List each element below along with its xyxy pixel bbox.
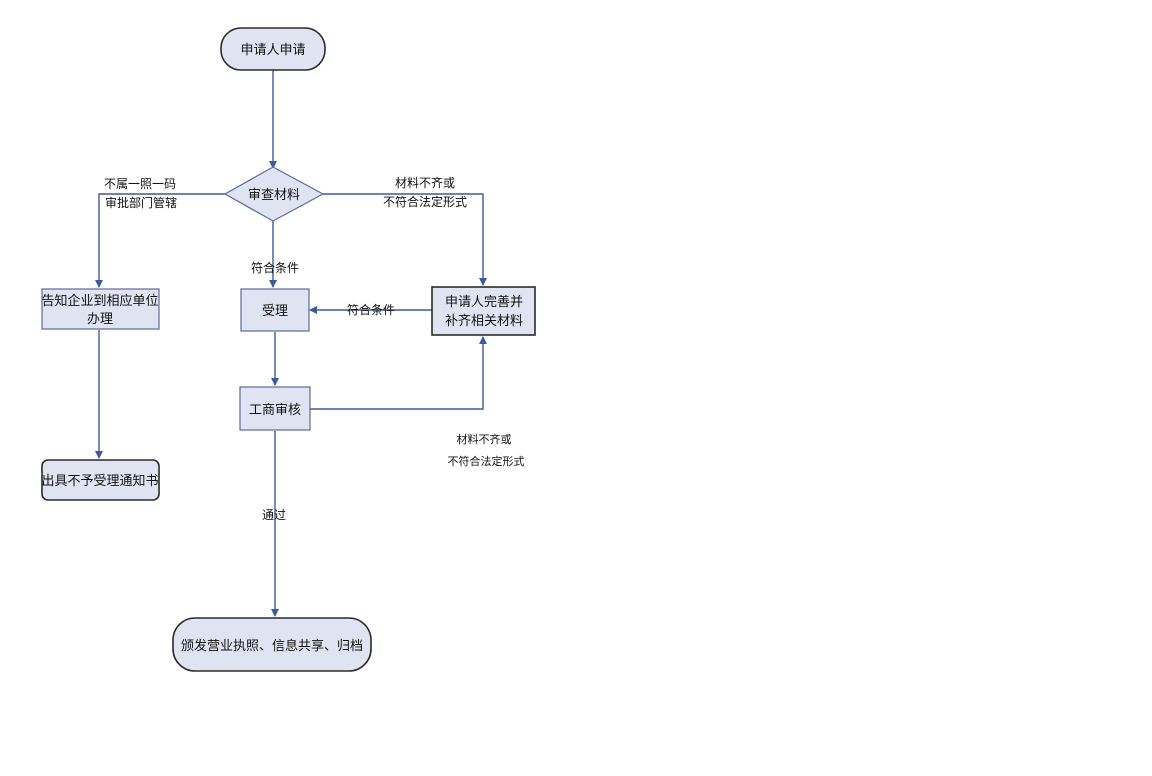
edge-label-not-belong-2: 审批部门管辖	[105, 195, 177, 210]
reject-terminal-shape	[41, 459, 160, 501]
node-issue-reject-label: 出具不予受理通知书	[41, 473, 158, 489]
supplement-box-shape	[431, 286, 536, 336]
edge-label-not-belong-1: 不属一照一码	[104, 177, 176, 191]
node-review: 审查材料	[223, 166, 325, 222]
node-apply-label: 申请人申请	[240, 43, 305, 58]
node-apply: 申请人申请	[220, 27, 326, 71]
edge-label-pass: 通过	[262, 508, 286, 522]
node-notify-label-1: 告知企业到相应单位	[41, 293, 158, 309]
start-terminal-shape	[220, 27, 326, 71]
node-aic-review-label: 工商审核	[249, 403, 301, 418]
edge-review-to-notify	[95, 193, 225, 288]
edge-label-incomplete2-1: 材料不齐或	[457, 432, 512, 446]
accept-box-shape	[240, 288, 310, 332]
node-accept: 受理	[240, 288, 310, 332]
edges	[95, 70, 487, 617]
edge-review-to-supplement	[323, 193, 487, 286]
node-notify-label-2: 办理	[87, 312, 113, 327]
edge-aic-to-supplement	[310, 336, 487, 410]
edge-label-meets-conditions-2: 符合条件	[347, 302, 395, 317]
node-issue-license: 颁发营业执照、信息共享、归档	[172, 617, 372, 672]
node-aic-review: 工商审核	[239, 386, 311, 431]
edge-label-incomplete2-2: 不符合法定形式	[448, 454, 525, 468]
node-supplement-label-2: 补齐相关材料	[445, 313, 523, 329]
decision-diamond-shape	[223, 166, 325, 222]
node-accept-label: 受理	[262, 304, 288, 319]
node-supplement-label-1: 申请人完善并	[445, 294, 523, 310]
aic-review-box-shape	[239, 386, 311, 431]
node-review-label: 审查材料	[248, 188, 300, 203]
edge-label-incomplete-1: 材料不齐或	[395, 175, 455, 190]
node-issue-license-label: 颁发营业执照、信息共享、归档	[181, 638, 363, 654]
notify-box-shape	[41, 288, 160, 330]
node-issue-reject: 出具不予受理通知书	[41, 459, 160, 501]
end-terminal-shape	[172, 617, 372, 672]
node-notify: 告知企业到相应单位 办理	[41, 288, 160, 330]
node-supplement: 申请人完善并 补齐相关材料	[431, 286, 536, 336]
edge-label-meets-conditions: 符合条件	[251, 260, 299, 275]
edge-label-incomplete-2: 不符合法定形式	[383, 194, 467, 209]
